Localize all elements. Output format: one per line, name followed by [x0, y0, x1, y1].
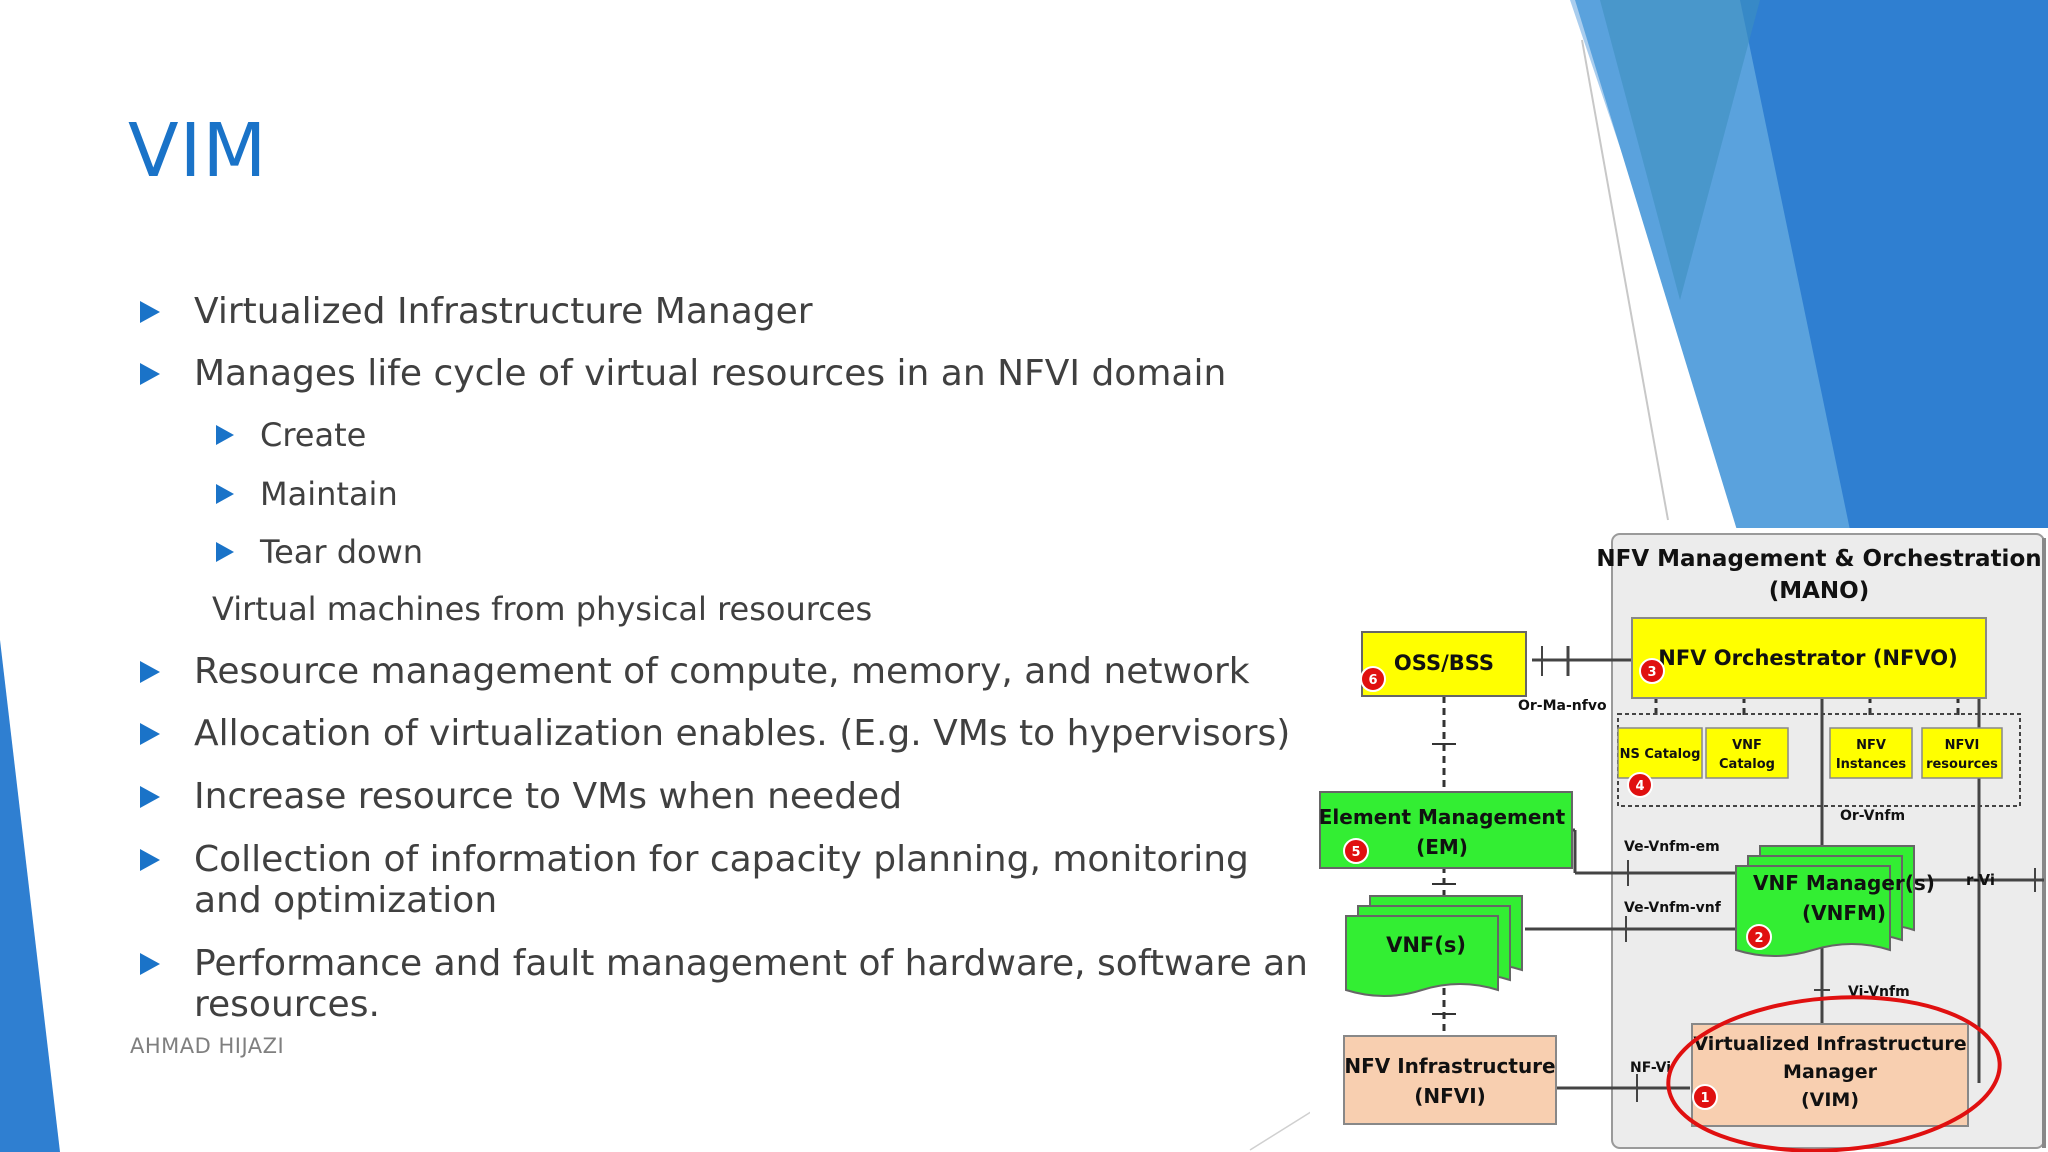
mano-title-abbr: (MANO): [1769, 578, 1870, 604]
vnf-catalog-box: [1705, 727, 1789, 779]
vnf-catalog-label: Catalog: [1719, 757, 1775, 772]
ns-catalog-box: [1617, 727, 1703, 779]
badge-number: 1: [1700, 1091, 1709, 1106]
nfvi-resources-label: resources: [1926, 757, 1998, 772]
vnfm-label: VNF Manager(s): [1753, 871, 1935, 895]
oss-bss-label: OSS/BSS: [1394, 651, 1494, 675]
bullet-arrow-icon: [216, 425, 234, 445]
em-label: Element Management: [1319, 805, 1566, 829]
bullet-text: Manages life cycle of virtual resources …: [194, 353, 1227, 394]
footer-author: AHMAD HIJAZI: [130, 1034, 285, 1058]
nfvo-box: [1631, 617, 1987, 699]
vim-label: (VIM): [1801, 1089, 1859, 1111]
bullet-text: Collection of information for capacity p…: [194, 839, 1249, 880]
bullet-text: Increase resource to VMs when needed: [194, 776, 903, 817]
badge-number: 2: [1754, 931, 1763, 946]
ref-label: Or-Vnfm: [1840, 808, 1905, 824]
ref-label: Or-Ma-nfvo: [1518, 698, 1607, 714]
vim-highlight-ring: [1666, 995, 2002, 1152]
vnfs-stack: [1345, 895, 1523, 997]
nfvi-resources-box: [1921, 727, 2003, 779]
ref-label: r-Vi: [1966, 871, 1995, 889]
ref-label: NF-Vi: [1630, 1060, 1671, 1076]
slide-title: VIM: [128, 108, 268, 194]
badge-group: 1 2 3 4 5 6: [1343, 658, 1772, 1110]
ref-label: Ve-Vnfm-em: [1624, 839, 1720, 855]
badge-number: 3: [1647, 665, 1656, 680]
vnfm-label: (VNFM): [1802, 901, 1886, 925]
bullet-arrow-icon: [140, 363, 160, 385]
oss-bss-box: [1361, 631, 1527, 697]
vim-box: [1691, 1023, 1969, 1127]
note-text: Virtual machines from physical resources: [212, 590, 873, 628]
bullet-arrow-icon: [216, 484, 234, 504]
badge-number: 6: [1368, 673, 1377, 688]
left-edge-accent: [0, 640, 60, 1152]
vnf-catalog-label: VNF: [1732, 738, 1762, 753]
right-panel-teal: [1600, 0, 1760, 300]
sub-bullet-text: Tear down: [260, 533, 424, 571]
bullet-arrow-icon: [140, 661, 160, 683]
bullet-text: and optimization: [194, 880, 498, 921]
nfvo-label: NFV Orchestrator (NFVO): [1658, 646, 1957, 670]
bullet-list: Virtualized Infrastructure Manager Manag…: [140, 291, 1320, 1025]
nfvi-box: [1343, 1035, 1557, 1125]
nfv-mano-diagram: NFV Management & Orchestration (MANO): [1310, 528, 2048, 1152]
em-label: (EM): [1416, 835, 1468, 859]
badge-number: 4: [1635, 779, 1644, 794]
bullet-text: Allocation of virtualization enables. (E…: [194, 713, 1291, 754]
nfv-instances-label: NFV: [1856, 738, 1886, 753]
bullet-arrow-icon: [140, 953, 160, 975]
thin-diagonal-line: [1581, 39, 1669, 521]
sub-bullet-text: Maintain: [260, 475, 398, 513]
nfv-instances-label: Instances: [1836, 757, 1907, 772]
vim-label: Virtualized Infrastructure: [1693, 1033, 1966, 1055]
nfvi-resources-label: NFVI: [1945, 738, 1980, 753]
bullet-arrow-icon: [216, 542, 234, 562]
bullet-text: Virtualized Infrastructure Manager: [194, 291, 813, 332]
sub-bullet-text: Create: [260, 416, 367, 454]
bullet-arrow-icon: [140, 786, 160, 808]
bullet-arrow-icon: [140, 849, 160, 871]
bullet-text: Resource management of compute, memory, …: [194, 651, 1250, 692]
bullet-text: resources.: [194, 984, 380, 1025]
ref-label: Ve-Vnfm-vnf: [1624, 900, 1722, 916]
bullet-text: Performance and fault management of hard…: [194, 943, 1320, 984]
vim-label: Manager: [1783, 1061, 1878, 1083]
bullet-arrow-icon: [140, 301, 160, 323]
ns-catalog-label: NS Catalog: [1620, 747, 1701, 762]
dashed-ticks: [1432, 743, 1456, 1015]
mano-title: NFV Management & Orchestration: [1596, 546, 2041, 572]
nfvi-label: NFV Infrastructure: [1344, 1054, 1555, 1078]
vnfs-label: VNF(s): [1386, 933, 1466, 957]
nfvi-label: (NFVI): [1414, 1084, 1486, 1108]
nfv-instances-box: [1829, 727, 1913, 779]
badge-number: 5: [1351, 845, 1360, 860]
bullet-arrow-icon: [140, 723, 160, 745]
right-panel-dark: [1740, 0, 2048, 530]
